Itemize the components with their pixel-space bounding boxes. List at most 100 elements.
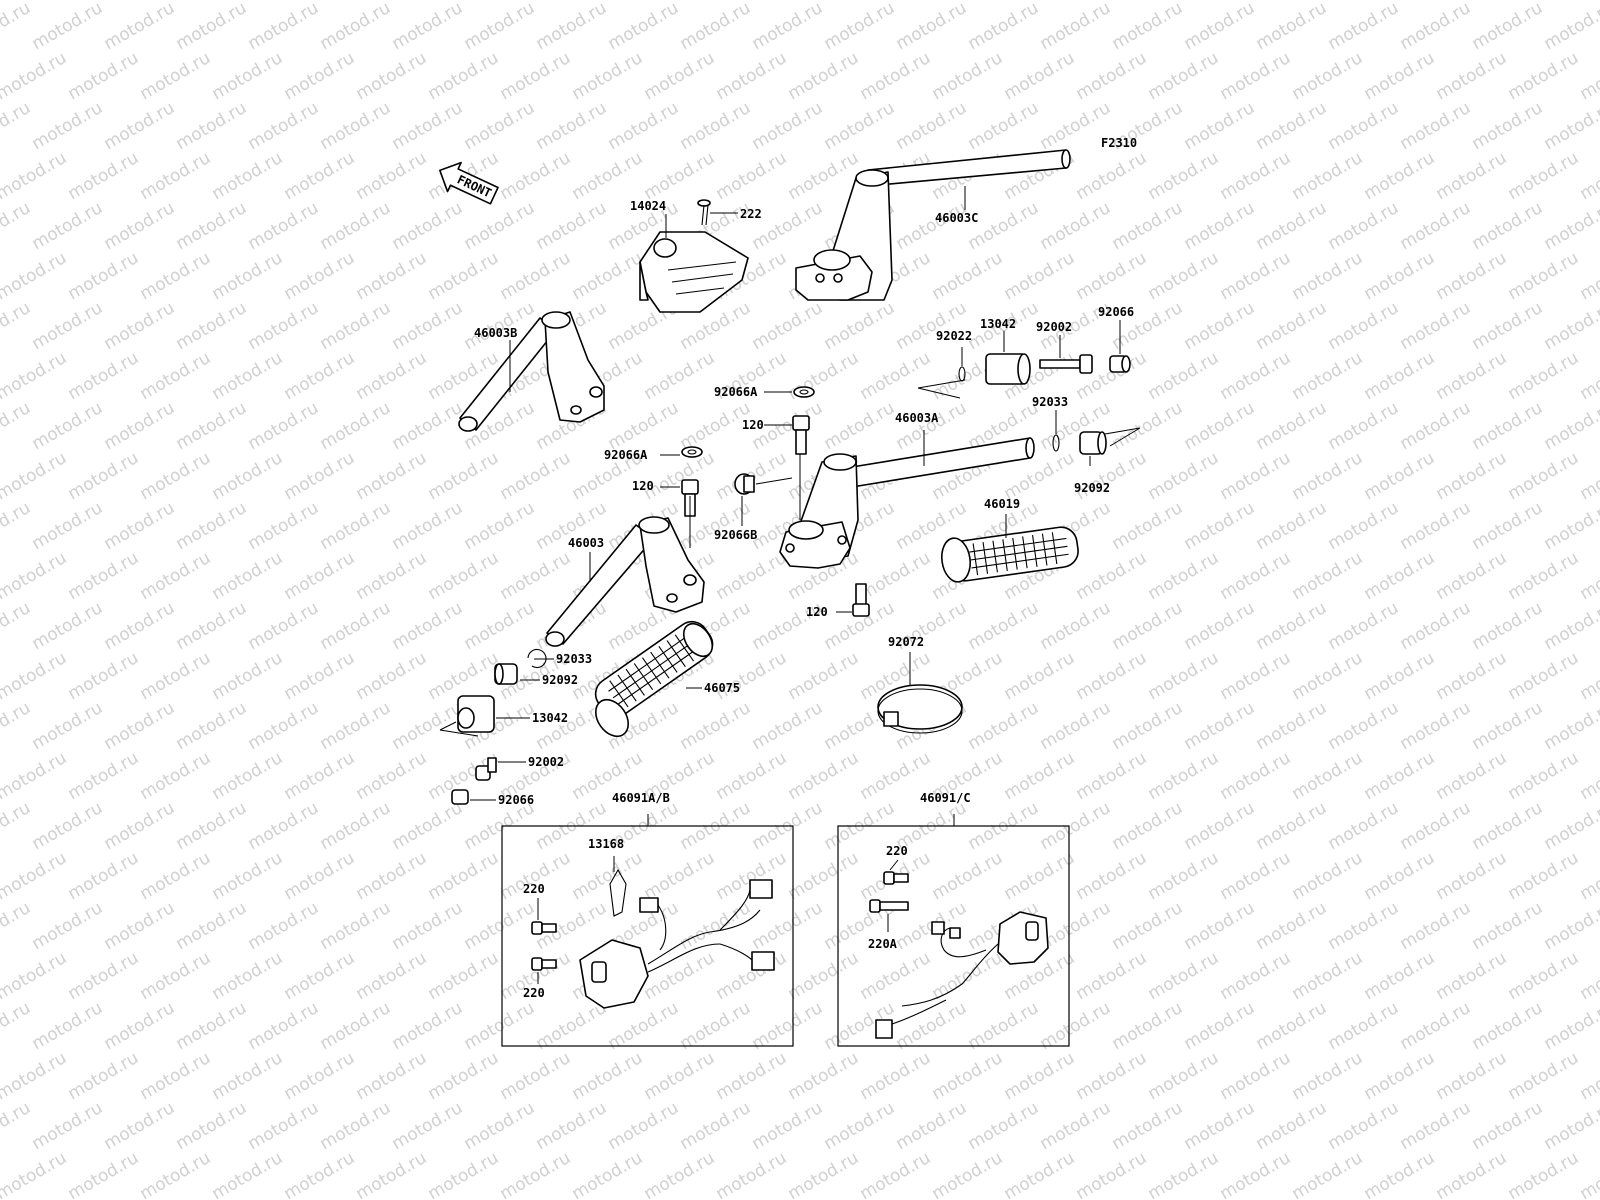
watermark-text: motod.ru — [965, 598, 1043, 654]
watermark-text: motod.ru — [1253, 398, 1331, 454]
watermark-text: motod.ru — [245, 0, 323, 54]
watermark-text: motod.ru — [1109, 598, 1187, 654]
watermark-text: motod.ru — [1577, 148, 1600, 204]
grip-46075 — [594, 620, 714, 738]
watermark-text: motod.ru — [893, 98, 971, 154]
watermark-text: motod.ru — [173, 498, 251, 554]
watermark-text: motod.ru — [749, 898, 827, 954]
watermark-text: motod.ru — [173, 598, 251, 654]
watermark-text: motod.ru — [245, 298, 323, 354]
bolt-120-upper — [792, 415, 810, 455]
watermark-text: motod.ru — [461, 898, 539, 954]
watermark-text: motod.ru — [353, 848, 431, 904]
watermark-text: motod.ru — [1145, 248, 1223, 304]
watermark-text: motod.ru — [0, 798, 34, 854]
watermark-text: motod.ru — [353, 1048, 431, 1104]
watermark-text: motod.ru — [1541, 298, 1600, 354]
label-220-upper-left: 220 — [523, 882, 545, 896]
watermark-text: motod.ru — [29, 998, 107, 1054]
watermark-text: motod.ru — [1577, 648, 1600, 704]
watermark-text: motod.ru — [1289, 648, 1367, 704]
watermark-text: motod.ru — [1181, 798, 1259, 854]
watermark-text: motod.ru — [281, 48, 359, 104]
watermark-text: motod.ru — [389, 1098, 467, 1154]
watermark-text: motod.ru — [281, 1148, 359, 1200]
watermark-text: motod.ru — [1325, 698, 1403, 754]
watermark-text: motod.ru — [317, 998, 395, 1054]
watermark-text: motod.ru — [821, 98, 899, 154]
watermark-text: motod.ru — [317, 298, 395, 354]
screw-220-upper-left — [531, 921, 557, 935]
watermark-text: motod.ru — [1073, 648, 1151, 704]
watermark-text: motod.ru — [1217, 0, 1295, 4]
watermark-text: motod.ru — [569, 0, 647, 4]
watermark-text: motod.ru — [1073, 248, 1151, 304]
watermark-text: motod.ru — [245, 98, 323, 154]
watermark-text: motod.ru — [281, 548, 359, 604]
label-220-right: 220 — [886, 844, 908, 858]
watermark-text: motod.ru — [1145, 648, 1223, 704]
watermark-text: motod.ru — [857, 948, 935, 1004]
watermark-text: motod.ru — [281, 448, 359, 504]
watermark-text: motod.ru — [29, 498, 107, 554]
watermark-text: motod.ru — [1505, 548, 1583, 604]
watermark-text: motod.ru — [1073, 1048, 1151, 1104]
watermark-text: motod.ru — [1541, 1098, 1600, 1154]
watermark-text: motod.ru — [281, 348, 359, 404]
watermark-text: motod.ru — [1577, 1148, 1600, 1200]
watermark-text: motod.ru — [29, 898, 107, 954]
watermark-text: motod.ru — [1109, 798, 1187, 854]
watermark-text: motod.ru — [749, 1098, 827, 1154]
watermark-text: motod.ru — [929, 848, 1007, 904]
watermark-text: motod.ru — [353, 748, 431, 804]
watermark-text: motod.ru — [425, 848, 503, 904]
watermark-text: motod.ru — [461, 498, 539, 554]
watermark-text: motod.ru — [1001, 248, 1079, 304]
watermark-text: motod.ru — [101, 198, 179, 254]
label-92066-right: 92066 — [1098, 305, 1134, 319]
watermark-text: motod.ru — [65, 848, 143, 904]
watermark-text: motod.ru — [29, 598, 107, 654]
watermark-text: motod.ru — [749, 98, 827, 154]
watermark-text: motod.ru — [0, 0, 70, 4]
label-92092-right: 92092 — [1074, 481, 1110, 495]
watermark-text: motod.ru — [641, 0, 719, 4]
watermark-text: motod.ru — [1253, 698, 1331, 754]
watermark-text: motod.ru — [497, 48, 575, 104]
watermark-text: motod.ru — [1181, 498, 1259, 554]
watermark-text: motod.ru — [821, 398, 899, 454]
watermark-text: motod.ru — [29, 1098, 107, 1154]
watermark-text: motod.ru — [65, 48, 143, 104]
watermark-text: motod.ru — [0, 748, 70, 804]
watermark-text: motod.ru — [641, 1048, 719, 1104]
watermark-text: motod.ru — [785, 0, 863, 4]
watermark-text: motod.ru — [1073, 748, 1151, 804]
label-92033-left: 92033 — [556, 652, 592, 666]
watermark-text: motod.ru — [857, 1048, 935, 1104]
watermark-text: motod.ru — [1217, 348, 1295, 404]
label-46019: 46019 — [984, 497, 1020, 511]
watermark-text: motod.ru — [1253, 598, 1331, 654]
watermark-text: motod.ru — [1073, 948, 1151, 1004]
watermark-text: motod.ru — [173, 998, 251, 1054]
watermark-text: motod.ru — [101, 498, 179, 554]
watermark-text: motod.ru — [965, 698, 1043, 754]
watermark-text: motod.ru — [0, 448, 70, 504]
bolt-120-lower — [852, 583, 870, 617]
watermark-text: motod.ru — [461, 98, 539, 154]
watermark-text: motod.ru — [1253, 98, 1331, 154]
watermark-text: motod.ru — [1217, 848, 1295, 904]
watermark-text: motod.ru — [1001, 0, 1079, 4]
watermark-text: motod.ru — [137, 948, 215, 1004]
watermark-text: motod.ru — [1289, 248, 1367, 304]
watermark-text: motod.ru — [101, 898, 179, 954]
watermark-text: motod.ru — [29, 0, 107, 54]
watermark-text: motod.ru — [857, 0, 935, 4]
watermark-text: motod.ru — [533, 1098, 611, 1154]
watermark-text: motod.ru — [0, 0, 34, 54]
watermark-text: motod.ru — [173, 798, 251, 854]
watermark-text: motod.ru — [1037, 0, 1115, 54]
watermark-text: motod.ru — [101, 1098, 179, 1154]
cap-92066-right — [1109, 355, 1131, 373]
watermark-text: motod.ru — [209, 448, 287, 504]
